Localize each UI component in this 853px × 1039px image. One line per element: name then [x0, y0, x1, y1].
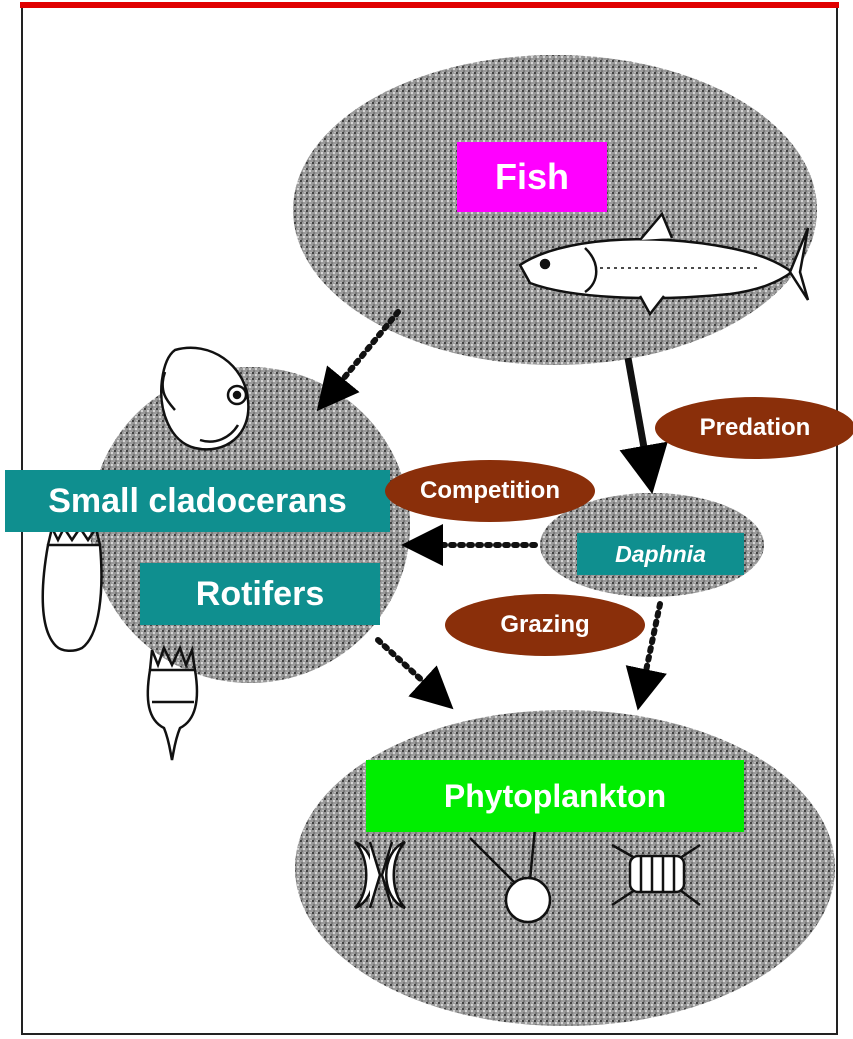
small-cladocerans-label: Small cladocerans: [5, 470, 390, 532]
arrow-daphnia-to-phytoplankton: [642, 604, 660, 690]
arrow-fish-to-small-zooplankton: [330, 312, 398, 395]
rotifer-drawing-left: [43, 528, 102, 651]
predation-label: Predation: [655, 397, 853, 459]
rotifers-label: Rotifers: [140, 563, 380, 625]
phytoplankton-label: Phytoplankton: [366, 760, 744, 832]
arrow-fish-to-daphnia: [628, 358, 648, 470]
cladoceran-drawing: [161, 348, 248, 450]
grazing-label: Grazing: [445, 594, 645, 656]
daphnia-label: Daphnia: [577, 533, 744, 575]
arrow-small-zooplankton-to-phytoplankton: [378, 640, 438, 695]
fish-label: Fish: [457, 142, 607, 212]
competition-label: Competition: [385, 460, 595, 522]
